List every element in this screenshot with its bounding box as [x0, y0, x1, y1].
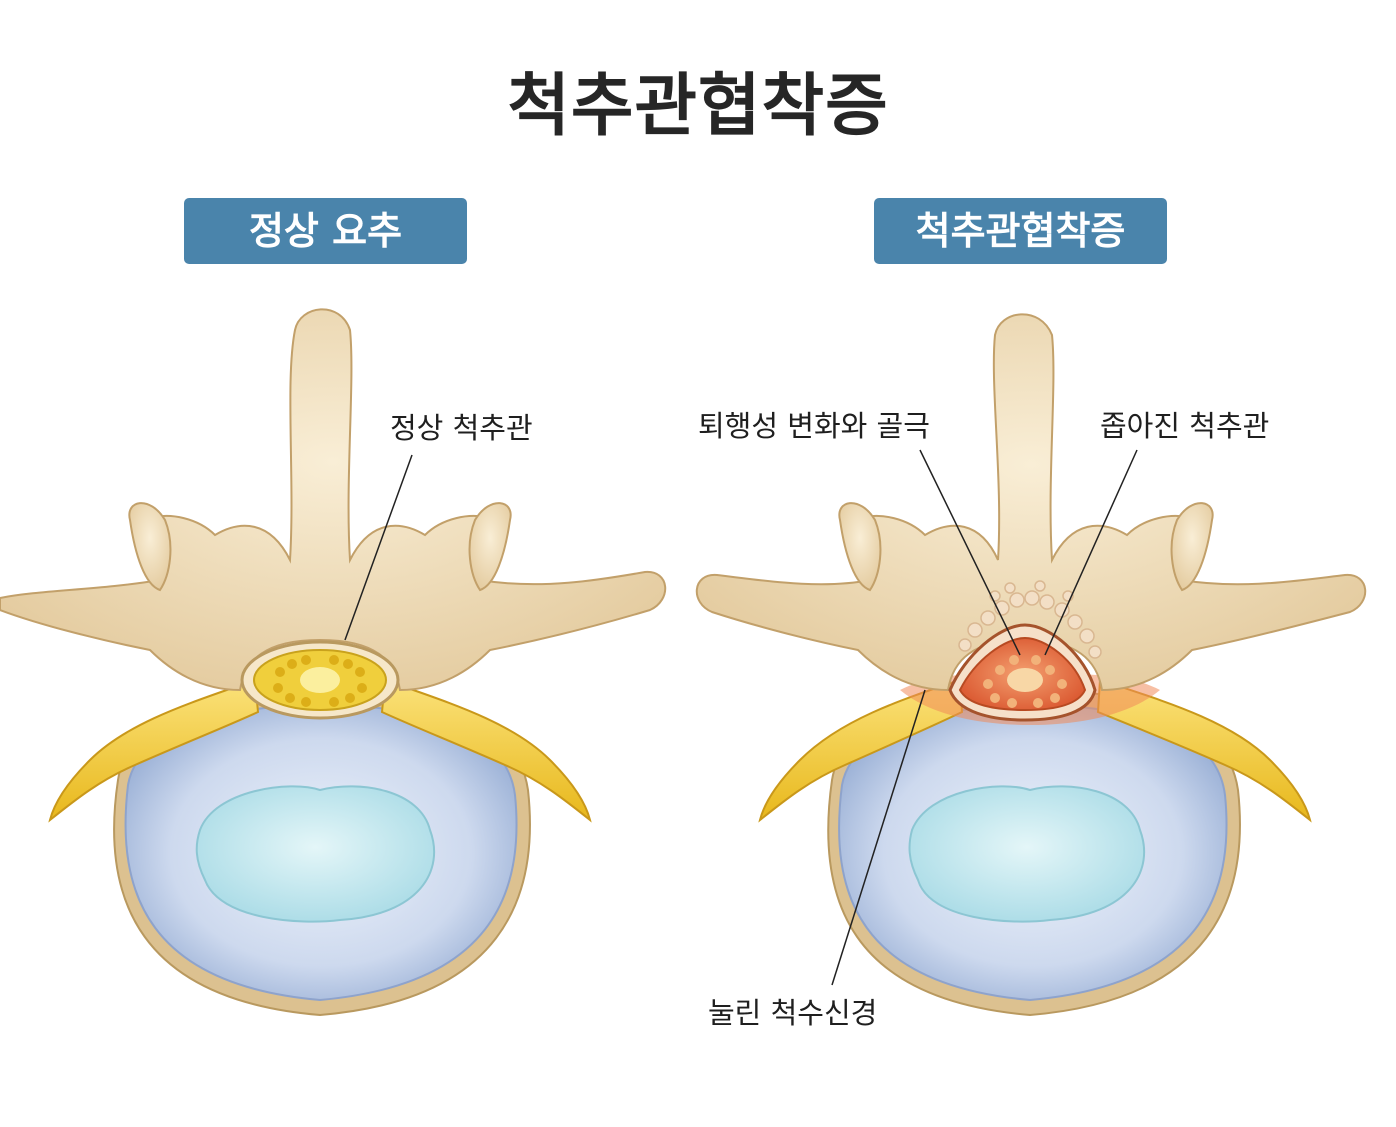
disc-nucleus	[195, 785, 435, 923]
stenosis-vertebra	[695, 313, 1367, 1017]
articular-process-right-right-panel	[1170, 502, 1214, 592]
label-normal-canal: 정상 척추관	[390, 411, 533, 445]
articular-process-right	[468, 502, 512, 592]
compressed-cord-center	[1007, 668, 1043, 692]
nerve-root-right-right-panel	[1096, 678, 1312, 823]
nerve-root-left	[48, 678, 260, 823]
disc-nucleus-right	[908, 785, 1145, 923]
leader-bone-spurs	[919, 449, 1021, 656]
leader-compressed-nerve	[831, 689, 926, 986]
page-title: 척추관협착증	[507, 67, 889, 146]
stenosis-panel-heading: 척추관협착증	[874, 198, 1167, 264]
normal-panel-heading: 정상 요추	[184, 198, 467, 264]
articular-process-left	[128, 502, 172, 592]
leader-narrowed-canal	[1044, 449, 1138, 656]
vertebral-arch	[0, 308, 667, 692]
articular-process-left-right-panel	[838, 502, 882, 592]
label-degenerative-spurs: 퇴행성 변화와 골극	[698, 409, 930, 443]
normal-vertebra	[0, 308, 667, 1017]
nerve-root-left-right-panel	[758, 678, 964, 823]
spinal-cord-center	[300, 667, 340, 693]
label-compressed-nerve: 눌린 척수신경	[708, 996, 878, 1030]
nerve-root-right	[380, 678, 592, 823]
leader-normal-canal	[344, 454, 413, 641]
label-narrowed-canal: 좁아진 척추관	[1100, 409, 1270, 443]
